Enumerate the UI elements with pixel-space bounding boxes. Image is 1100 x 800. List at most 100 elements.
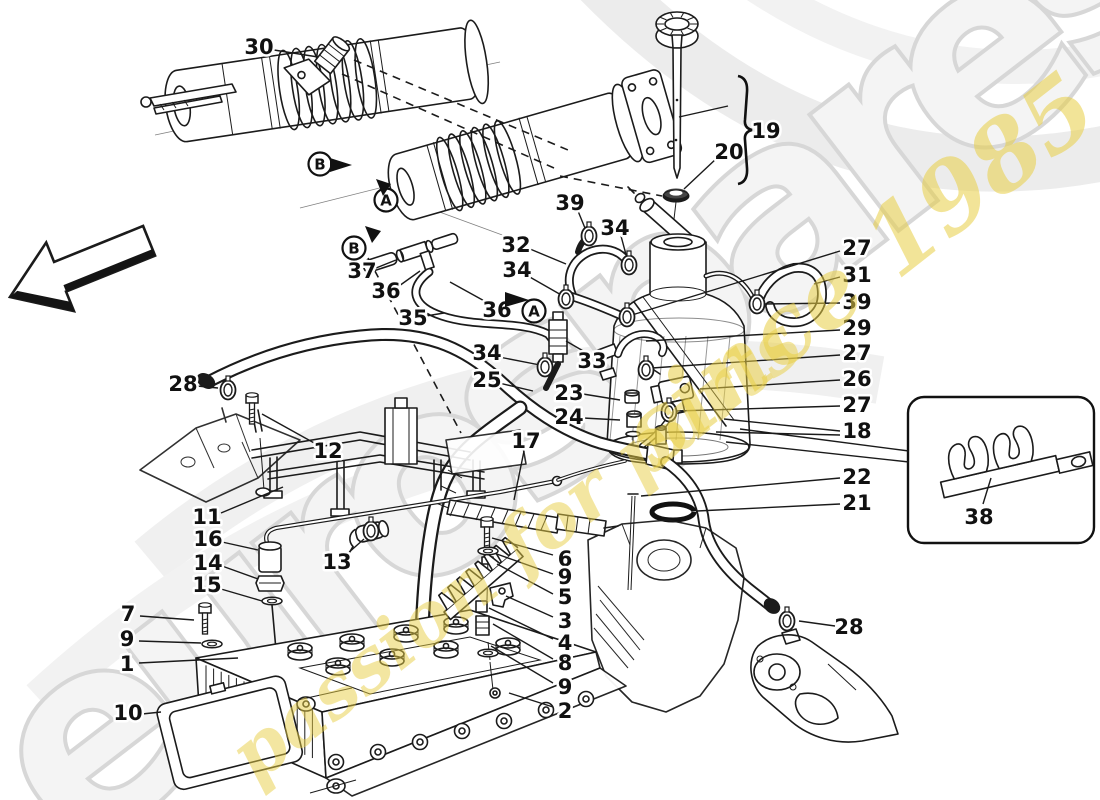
part-label-10: 10 (113, 701, 142, 725)
view-marker-a (521, 298, 547, 324)
part-label-27: 27 (842, 341, 871, 365)
leader-line-36 (398, 270, 421, 287)
leader-line-12 (261, 413, 317, 445)
hose-clamp-icon (748, 289, 766, 315)
leader-line-27 (675, 405, 841, 412)
hose-clamp-icon (620, 250, 638, 276)
cam-cover-sketch (139, 407, 301, 503)
part-label-35: 35 (398, 306, 427, 330)
view-arrow-icon (330, 158, 352, 172)
leader-line-6 (491, 537, 554, 556)
part-label-9: 9 (120, 627, 135, 651)
washer-icon (477, 546, 499, 556)
part-label-20: 20 (714, 140, 743, 164)
swoosh-decor (134, 340, 885, 579)
leader-line-39 (763, 302, 841, 305)
leader-line-8 (492, 623, 554, 660)
bolt-icon (480, 516, 494, 549)
part-label-39: 39 (555, 191, 584, 215)
view-marker-letter: A (380, 192, 392, 210)
part-label-32: 32 (501, 233, 530, 257)
view-arrow-icon (376, 179, 391, 196)
leader-line-18 (723, 418, 841, 432)
scavenge-pump (750, 628, 899, 743)
phantom-line (559, 175, 663, 197)
phantom-line (367, 257, 462, 434)
leader-line-7 (139, 615, 195, 621)
leader-line-21 (696, 503, 841, 512)
leader-line-36 (449, 281, 489, 304)
leader-line-34 (527, 275, 564, 297)
part-label-23: 23 (554, 381, 583, 405)
hose-29 (614, 330, 668, 358)
pressure-sensor (283, 36, 351, 96)
union-33 (411, 267, 568, 391)
hose-clamp-icon (580, 221, 598, 247)
part-label-8: 8 (558, 651, 573, 675)
hose-clamp-icon (362, 516, 380, 542)
washer-icon (477, 648, 499, 658)
part-label-28: 28 (834, 615, 863, 639)
part-label-36: 36 (371, 279, 400, 303)
part-label-4: 4 (558, 631, 573, 655)
part-label-12: 12 (313, 439, 342, 463)
leader-line-16 (221, 541, 259, 551)
leader-line-29 (645, 329, 841, 342)
leader-line-28 (196, 385, 219, 389)
dipstick (655, 11, 699, 237)
leader-line-1 (138, 657, 239, 664)
hose-clamp-icon (778, 606, 796, 632)
leader-line-9 (490, 645, 554, 684)
part-label-11: 11 (192, 505, 221, 529)
pipe-clamp-bracket-38 (939, 425, 1094, 499)
part-label-21: 21 (842, 491, 871, 515)
part-label-6: 6 (558, 547, 573, 571)
bolt-icon (245, 392, 259, 425)
dipstick-seal (662, 188, 690, 203)
level-pipe-22 (627, 493, 639, 591)
leader-line-13 (346, 538, 365, 555)
part-label-34: 34 (472, 341, 501, 365)
leader-line-5 (496, 563, 554, 595)
part-label-1: 1 (120, 652, 135, 676)
leader-line-27 (631, 250, 841, 316)
part-label-34: 34 (502, 258, 531, 282)
part-label-18: 18 (842, 419, 871, 443)
part-label-9: 9 (558, 565, 573, 589)
throttle-flange (621, 69, 683, 164)
leader-line-4 (488, 607, 554, 640)
part-label-2: 2 (558, 699, 573, 723)
part-label-29: 29 (842, 316, 871, 340)
part-label-15: 15 (192, 573, 221, 597)
gasket-10 (156, 675, 304, 791)
leader-line-38 (982, 477, 992, 505)
mounting-rail-parts (140, 83, 237, 115)
swoosh-decor (746, 0, 1100, 84)
leader-line-35 (425, 312, 445, 317)
part-label-31: 31 (842, 263, 871, 287)
leader-line-23 (582, 393, 621, 401)
hose-clamp-icon (219, 375, 237, 401)
part-label-24: 24 (554, 405, 583, 429)
leader-line-32 (529, 248, 567, 265)
leader-line-31 (813, 276, 841, 285)
view-arrow-icon (505, 292, 529, 307)
leader-line-30 (273, 49, 319, 58)
view-arrow-icon (365, 226, 381, 243)
inset-box-38 (939, 425, 1094, 499)
part-label-37: 37 (347, 259, 376, 283)
leader-line-37 (375, 259, 397, 269)
union-23-24 (624, 389, 642, 450)
part-label-38: 38 (964, 505, 993, 529)
hose-clamp-icon (637, 355, 655, 381)
leader-line-24 (582, 417, 621, 421)
part-label-39: 39 (842, 290, 871, 314)
view-marker-letter: B (314, 156, 325, 174)
washer-icon (261, 596, 283, 606)
view-marker-letter: B (348, 240, 359, 258)
support-bracket-11 (251, 397, 527, 517)
part-label-19: 19 (751, 119, 780, 143)
part-label-9: 9 (558, 675, 573, 699)
